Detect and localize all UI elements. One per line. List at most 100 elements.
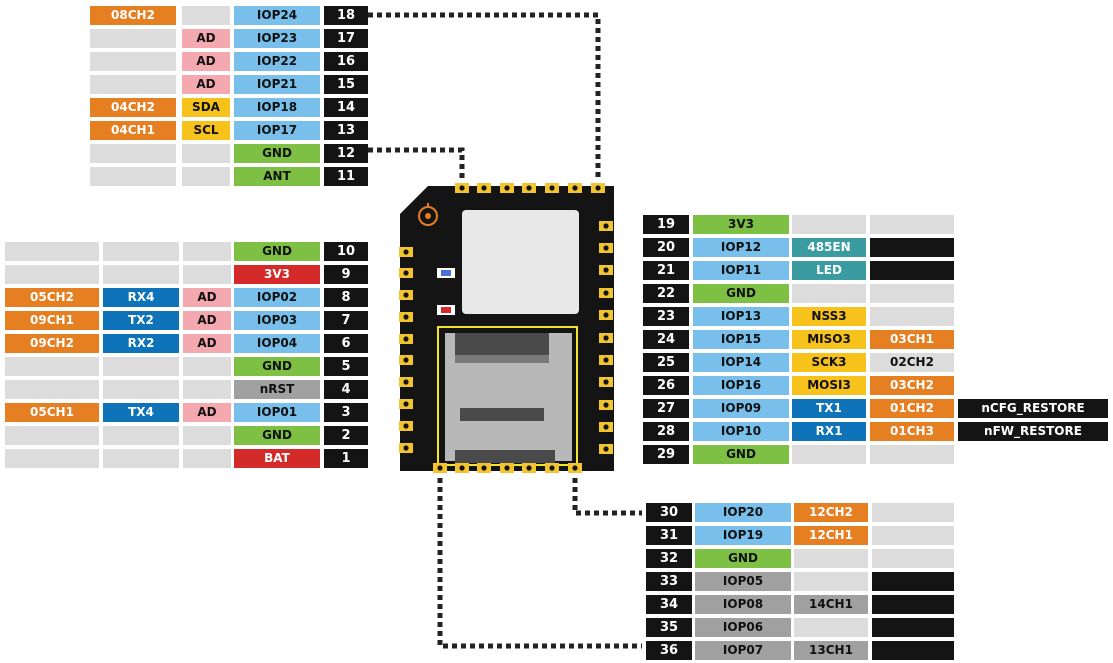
pin-35-col-1: IOP06: [695, 618, 791, 637]
pin-25-col-1: IOP14: [693, 353, 789, 372]
pin-number-24: 24: [643, 330, 689, 349]
pin-1-col-4: BAT: [234, 449, 320, 468]
connector-pin-36: [437, 478, 642, 649]
pin-21-col-2: LED: [792, 261, 866, 280]
pin-25-col-2: SCK3: [792, 353, 866, 372]
pin-9-col-3: [183, 265, 231, 284]
sd-slot-top-lip: [455, 355, 549, 363]
pin-17-col-1: [90, 29, 176, 48]
pin-number-21: 21: [643, 261, 689, 280]
pin-34-col-3: [872, 595, 954, 614]
pin-number-33: 33: [646, 572, 692, 591]
pin-19-col-2: [792, 215, 866, 234]
left-pad-5-hole: [403, 336, 409, 342]
pin-number-19: 19: [643, 215, 689, 234]
pin-18-col-2: [182, 6, 230, 25]
pin-2-col-1: [5, 426, 99, 445]
right-pad-4-hole: [603, 290, 609, 296]
pin-4-col-2: [103, 380, 179, 399]
left-pad-6-hole: [403, 357, 409, 363]
bottom-pad-1-hole: [437, 465, 443, 471]
pin-24-col-3: 03CH1: [870, 330, 954, 349]
pin-11-col-1: [90, 167, 176, 186]
shield-can: [462, 210, 579, 314]
pin-21-col-3: [870, 261, 954, 280]
right-pad-8-hole: [603, 379, 609, 385]
pin-35-col-3: [872, 618, 954, 637]
pin-18-col-3: IOP24: [234, 6, 320, 25]
pin-5-col-4: GND: [234, 357, 320, 376]
pin-1-col-1: [5, 449, 99, 468]
right-pad-2-hole: [603, 245, 609, 251]
pin-34-col-1: IOP08: [695, 595, 791, 614]
pin-32-col-2: [794, 549, 868, 568]
pin-6-col-3: AD: [183, 334, 231, 353]
sd-slot-mid-bar: [460, 408, 544, 421]
right-pad-6-hole: [603, 335, 609, 341]
pin-22-col-2: [792, 284, 866, 303]
pin-1-col-3: [183, 449, 231, 468]
pin-21-col-1: IOP11: [693, 261, 789, 280]
pin-36-col-3: [872, 641, 954, 660]
pin-33-col-3: [872, 572, 954, 591]
pin-number-31: 31: [646, 526, 692, 545]
pin-14-col-3: IOP18: [234, 98, 320, 117]
pin-number-7: 7: [324, 311, 368, 330]
pin-4-col-1: [5, 380, 99, 399]
pin-30-col-1: IOP20: [695, 503, 791, 522]
pin-35-col-2: [794, 618, 868, 637]
left-pad-1-hole: [403, 249, 409, 255]
right-pad-10-hole: [603, 424, 609, 430]
pin-27-col-1: IOP09: [693, 399, 789, 418]
pin-3-col-4: IOP01: [234, 403, 320, 422]
pin-number-12: 12: [324, 144, 368, 163]
pin-6-col-1: 09CH2: [5, 334, 99, 353]
pin-27-col-2: TX1: [792, 399, 866, 418]
pin-number-17: 17: [324, 29, 368, 48]
pin-13-col-3: IOP17: [234, 121, 320, 140]
pin-10-col-3: [183, 242, 231, 261]
bottom-pad-7-hole: [572, 465, 578, 471]
bottom-pad-3-hole: [481, 465, 487, 471]
pin-number-6: 6: [324, 334, 368, 353]
pin-14-col-1: 04CH2: [90, 98, 176, 117]
pin-number-25: 25: [643, 353, 689, 372]
pin-4-col-4: nRST: [234, 380, 320, 399]
pin-23-col-1: IOP13: [693, 307, 789, 326]
pin-23-col-2: NSS3: [792, 307, 866, 326]
sd-slot-top-latch: [455, 333, 549, 357]
pin-number-18: 18: [324, 6, 368, 25]
bottom-pad-5-hole: [526, 465, 532, 471]
component-blue-core: [441, 270, 451, 276]
pin-16-col-2: AD: [182, 52, 230, 71]
pin-2-col-2: [103, 426, 179, 445]
left-pad-3-hole: [403, 292, 409, 298]
pin-number-16: 16: [324, 52, 368, 71]
pin-26-col-2: MOSI3: [792, 376, 866, 395]
pin-5-col-2: [103, 357, 179, 376]
pin-15-col-2: AD: [182, 75, 230, 94]
pin-number-4: 4: [324, 380, 368, 399]
pin-12-col-1: [90, 144, 176, 163]
pin-23-col-3: [870, 307, 954, 326]
pin-8-col-4: IOP02: [234, 288, 320, 307]
pin-number-1: 1: [324, 449, 368, 468]
left-pad-4-hole: [403, 314, 409, 320]
pin-number-30: 30: [646, 503, 692, 522]
pin-36-col-2: 13CH1: [794, 641, 868, 660]
pin-number-11: 11: [324, 167, 368, 186]
pin-29-col-1: GND: [693, 445, 789, 464]
pin-17-col-2: AD: [182, 29, 230, 48]
pin-14-col-2: SDA: [182, 98, 230, 117]
top-pad-2-hole: [481, 185, 487, 191]
pin-10-col-2: [103, 242, 179, 261]
right-pad-3-hole: [603, 267, 609, 273]
pin-number-13: 13: [324, 121, 368, 140]
pin-34-col-2: 14CH1: [794, 595, 868, 614]
pin-31-col-1: IOP19: [695, 526, 791, 545]
top-pad-6-hole: [572, 185, 578, 191]
pin-36-col-1: IOP07: [695, 641, 791, 660]
pin-27-col-3: 01CH2: [870, 399, 954, 418]
pin-7-col-2: TX2: [103, 311, 179, 330]
antenna-marker-dot: [425, 213, 431, 219]
